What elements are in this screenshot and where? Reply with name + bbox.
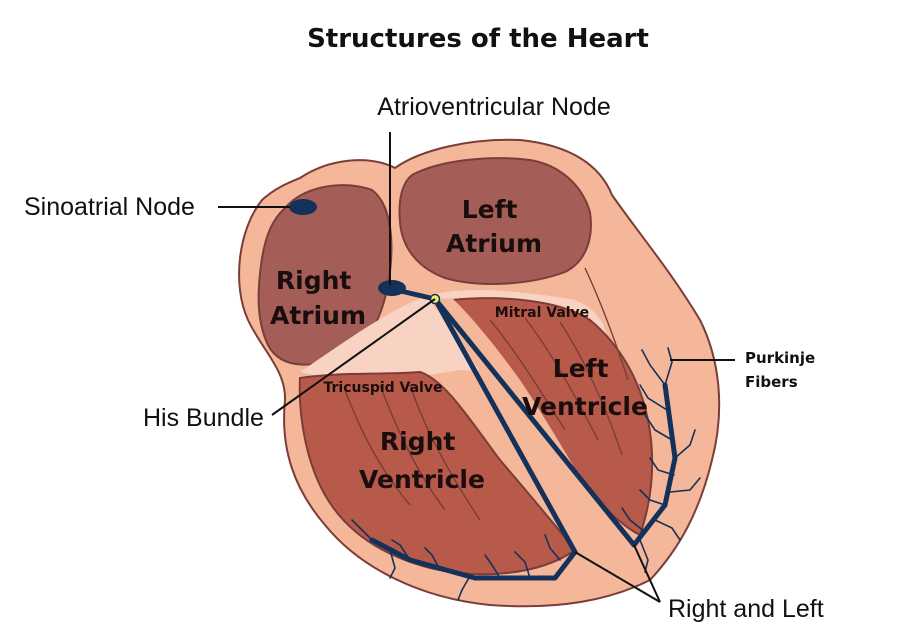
his-bundle-label: His Bundle xyxy=(143,404,264,432)
tricuspid-valve-label: Tricuspid Valve xyxy=(324,380,443,396)
conduction-system xyxy=(289,199,701,601)
left-atrium-label: Left Atrium xyxy=(446,195,542,258)
mitral-valve-label: Mitral Valve xyxy=(495,305,589,321)
right-left-leader-b xyxy=(633,544,661,603)
right-atrium-label: Right Atrium xyxy=(270,266,366,330)
muscle-striations xyxy=(344,267,629,521)
sinoatrial-node xyxy=(289,199,317,215)
his-bundle-leader xyxy=(271,298,436,416)
right-ventricle-chamber xyxy=(298,370,577,576)
atrioventricular-node-label: Atrioventricular Node xyxy=(377,93,610,121)
sinoatrial-node-label: Sinoatrial Node xyxy=(24,193,195,221)
purkinje-fibers-label: Purkinje Fibers xyxy=(745,349,820,391)
right-left-leader-a xyxy=(574,551,661,603)
diagram-title: Structures of the Heart xyxy=(307,24,649,54)
interventricular-septum xyxy=(430,298,618,560)
right-and-left-label: Right and Left xyxy=(668,595,824,623)
purkinje-fibers xyxy=(351,347,701,601)
left-ventricle-label: Left Ventricle xyxy=(522,354,648,421)
right-bundle-branch xyxy=(369,296,578,581)
atrioventricular-node xyxy=(378,280,406,296)
right-ventricle-label: Right Ventricle xyxy=(359,427,485,494)
left-atrium-chamber xyxy=(398,157,592,285)
